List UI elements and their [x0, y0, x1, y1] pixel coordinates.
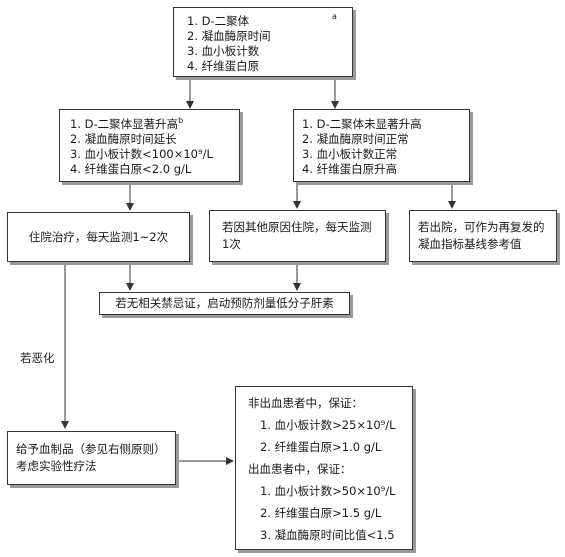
non-bleeding-item-2: 2. 纤维蛋白原>1.0 g/L: [260, 440, 382, 454]
hospital-treatment-box: 住院治疗，每天监测1~2次: [7, 212, 190, 262]
note-mark-b: b: [178, 116, 184, 126]
top-item-3: 3. 血小板计数: [187, 44, 260, 58]
left-item-2: 2. 凝血酶原时间延长: [70, 132, 177, 146]
non-bleeding-title: 非出血患者中，保证：: [248, 396, 363, 410]
top-item-1: 1. D-二聚体: [187, 14, 250, 28]
transfusion-principle-box: 非出血患者中，保证： 1. 血小板计数>25×10⁹/L 2. 纤维蛋白原>1.…: [235, 386, 413, 550]
bleeding-item-3: 3. 凝血酶原时间比值<1.5: [260, 528, 395, 542]
hospital-text: 住院治疗，每天监测1~2次: [28, 229, 169, 244]
right-item-3: 3. 血小板计数正常: [302, 147, 398, 161]
other-cause-text: 若因其他原因住院，每天监测1次: [222, 220, 372, 251]
top-tests-box: 1. D-二聚体 2. 凝血酶原时间 3. 血小板计数 4. 纤维蛋白原 a: [173, 7, 353, 77]
right-item-4: 4. 纤维蛋白原升高: [302, 162, 398, 176]
discharge-text: 若出院，可作为再复发的凝血指标基线参考值: [418, 220, 545, 251]
bleeding-item-1: 1. 血小板计数>50×10⁹/L: [260, 484, 396, 498]
top-item-4: 4. 纤维蛋白原: [187, 59, 260, 73]
blood-product-box: 给予血制品（参见右侧原则）考虑实验性疗法: [7, 431, 176, 485]
other-cause-box: 若因其他原因住院，每天监测1次: [209, 210, 386, 262]
non-bleeding-item-1: 1. 血小板计数>25×10⁹/L: [260, 418, 396, 432]
normal-results-box: 1. D-二聚体未显著升高 2. 凝血酶原时间正常 3. 血小板计数正常 4. …: [293, 109, 470, 182]
bleeding-title: 出血患者中，保证：: [248, 462, 352, 476]
left-item-3: 3. 血小板计数<100×10⁹/L: [70, 147, 213, 161]
note-mark-a: a: [332, 12, 337, 21]
right-item-1: 1. D-二聚体未显著升高: [302, 117, 422, 131]
left-item-4: 4. 纤维蛋白原<2.0 g/L: [70, 162, 192, 176]
lmwh-box: 若无相关禁忌证，启动预防剂量低分子肝素: [99, 292, 350, 315]
abnormal-results-box: 1. D-二聚体显著升高b 2. 凝血酶原时间延长 3. 血小板计数<100×1…: [59, 109, 240, 182]
right-item-2: 2. 凝血酶原时间正常: [302, 132, 409, 146]
blood-product-text: 给予血制品（参见右侧原则）考虑实验性疗法: [16, 442, 166, 473]
discharge-box: 若出院，可作为再复发的凝血指标基线参考值: [409, 210, 557, 262]
bleeding-item-2: 2. 纤维蛋白原>1.5 g/L: [260, 506, 382, 520]
top-item-2: 2. 凝血酶原时间: [187, 29, 271, 43]
lmwh-text: 若无相关禁忌证，启动预防剂量低分子肝素: [115, 296, 334, 310]
left-item-1: 1. D-二聚体显著升高: [70, 117, 179, 131]
worsen-label: 若恶化: [20, 351, 55, 365]
